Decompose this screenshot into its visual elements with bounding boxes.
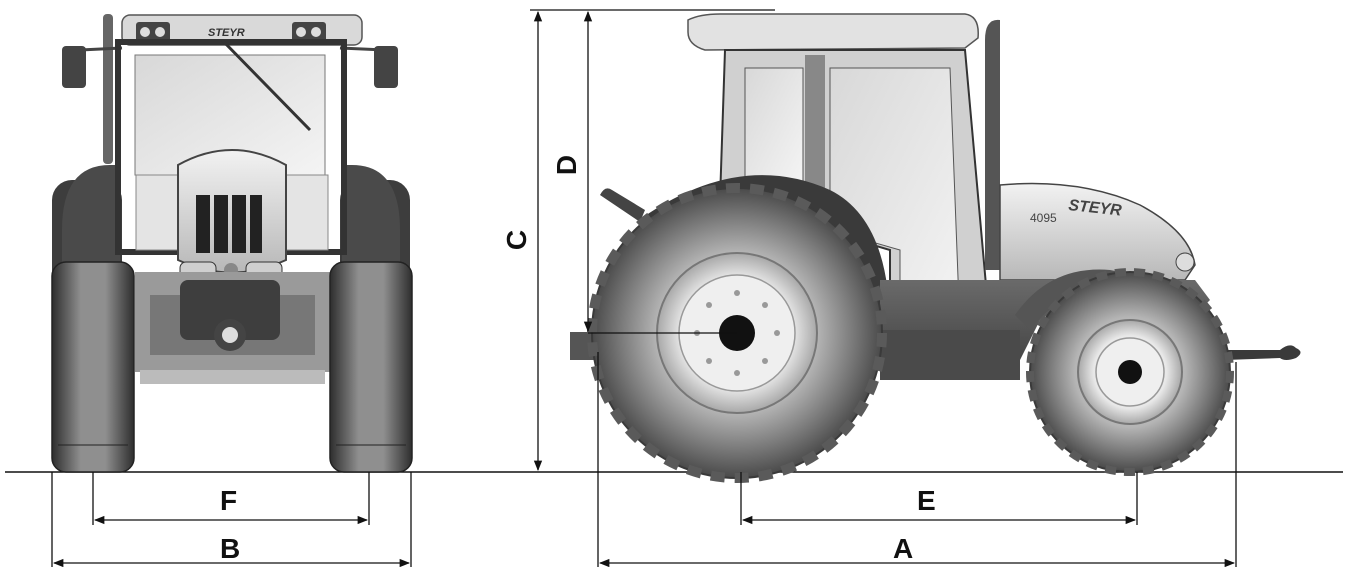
side-view-tractor: STEYR 4095: [570, 13, 1301, 483]
dimension-f-label: F: [220, 485, 237, 516]
dimension-lines: [51, 9, 1237, 567]
side-brand-label: STEYR: [1068, 197, 1123, 220]
dimension-e-label: E: [917, 485, 936, 516]
dimension-b-label: B: [220, 533, 240, 564]
side-model-label: 4095: [1030, 211, 1057, 225]
dimension-c-label: C: [501, 230, 532, 250]
dimension-a-label: A: [893, 533, 913, 564]
front-view-tractor: STEYR: [51, 14, 413, 473]
dimension-d-label: D: [551, 155, 582, 175]
front-roof-brand: STEYR: [208, 27, 245, 39]
